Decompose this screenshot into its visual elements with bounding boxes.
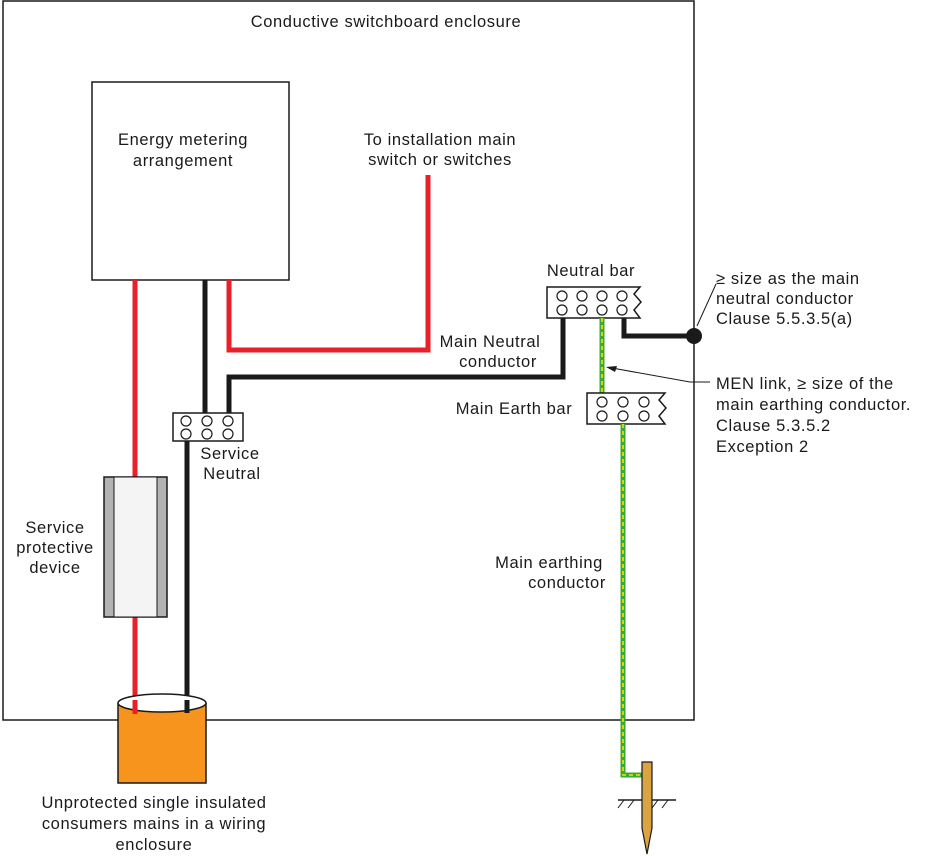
mains-label-line2: consumers mains in a wiring (42, 815, 266, 833)
service-neutral-block (172, 412, 244, 442)
men-note-line3: Clause 5.3.5.2 (716, 417, 831, 435)
wiring-enclosure-conduit (117, 693, 207, 784)
earth-electrode (617, 761, 676, 855)
earthing-label-line1: Main earthing (495, 554, 603, 572)
to-switch-label-line2: switch or switches (368, 151, 512, 169)
main-neutral-label-line1: Main Neutral (440, 333, 541, 351)
main-earth-bar-label: Main Earth bar (456, 400, 573, 418)
men-note-line2: main earthing conductor. (716, 396, 911, 414)
active-conductor-to-switch (226, 175, 431, 353)
spd-label-line3: device (29, 559, 80, 577)
size-note-line1: ≥ size as the main (716, 270, 860, 288)
size-note-leader (696, 283, 717, 327)
meter-label-line1: Energy metering (118, 131, 248, 149)
service-neutral-label-line1: Service (200, 445, 259, 463)
men-leader-arrow (606, 366, 617, 372)
main-earthing-conductor-yellow (622, 424, 643, 776)
main-earth-bar (586, 392, 667, 425)
men-leader-line (611, 367, 710, 383)
men-note-line1: MEN link, ≥ size of the (716, 375, 894, 393)
neutral-bar (546, 286, 642, 319)
switchboard-enclosure (2, 0, 695, 721)
energy-meter-box (91, 81, 290, 281)
main-neutral-conductor (226, 318, 566, 413)
men-note-line4: Exception 2 (716, 438, 809, 456)
main-earthing-conductor-green (620, 424, 643, 778)
service-protective-device (103, 476, 168, 618)
service-neutral-label-line2: Neutral (203, 465, 260, 483)
size-note-line2: neutral conductor (716, 290, 854, 308)
mains-label-line3: enclosure (116, 836, 193, 854)
spd-label-line2: protective (16, 539, 94, 557)
neutral-bar-label: Neutral bar (547, 262, 635, 280)
main-neutral-label-line2: conductor (459, 353, 537, 371)
enclosure-bond-conductor (621, 318, 694, 339)
spd-label-line1: Service (25, 519, 84, 537)
earthing-label-line2: conductor (528, 574, 606, 592)
enclosure-bond-terminal (686, 328, 702, 344)
enclosure-label: Conductive switchboard enclosure (251, 13, 522, 31)
mains-label-line1: Unprotected single insulated (41, 794, 266, 812)
to-switch-label-line1: To installation main (364, 131, 516, 149)
size-note-line3: Clause 5.5.3.5(a) (716, 310, 853, 328)
meter-label-line2: arrangement (133, 152, 233, 170)
